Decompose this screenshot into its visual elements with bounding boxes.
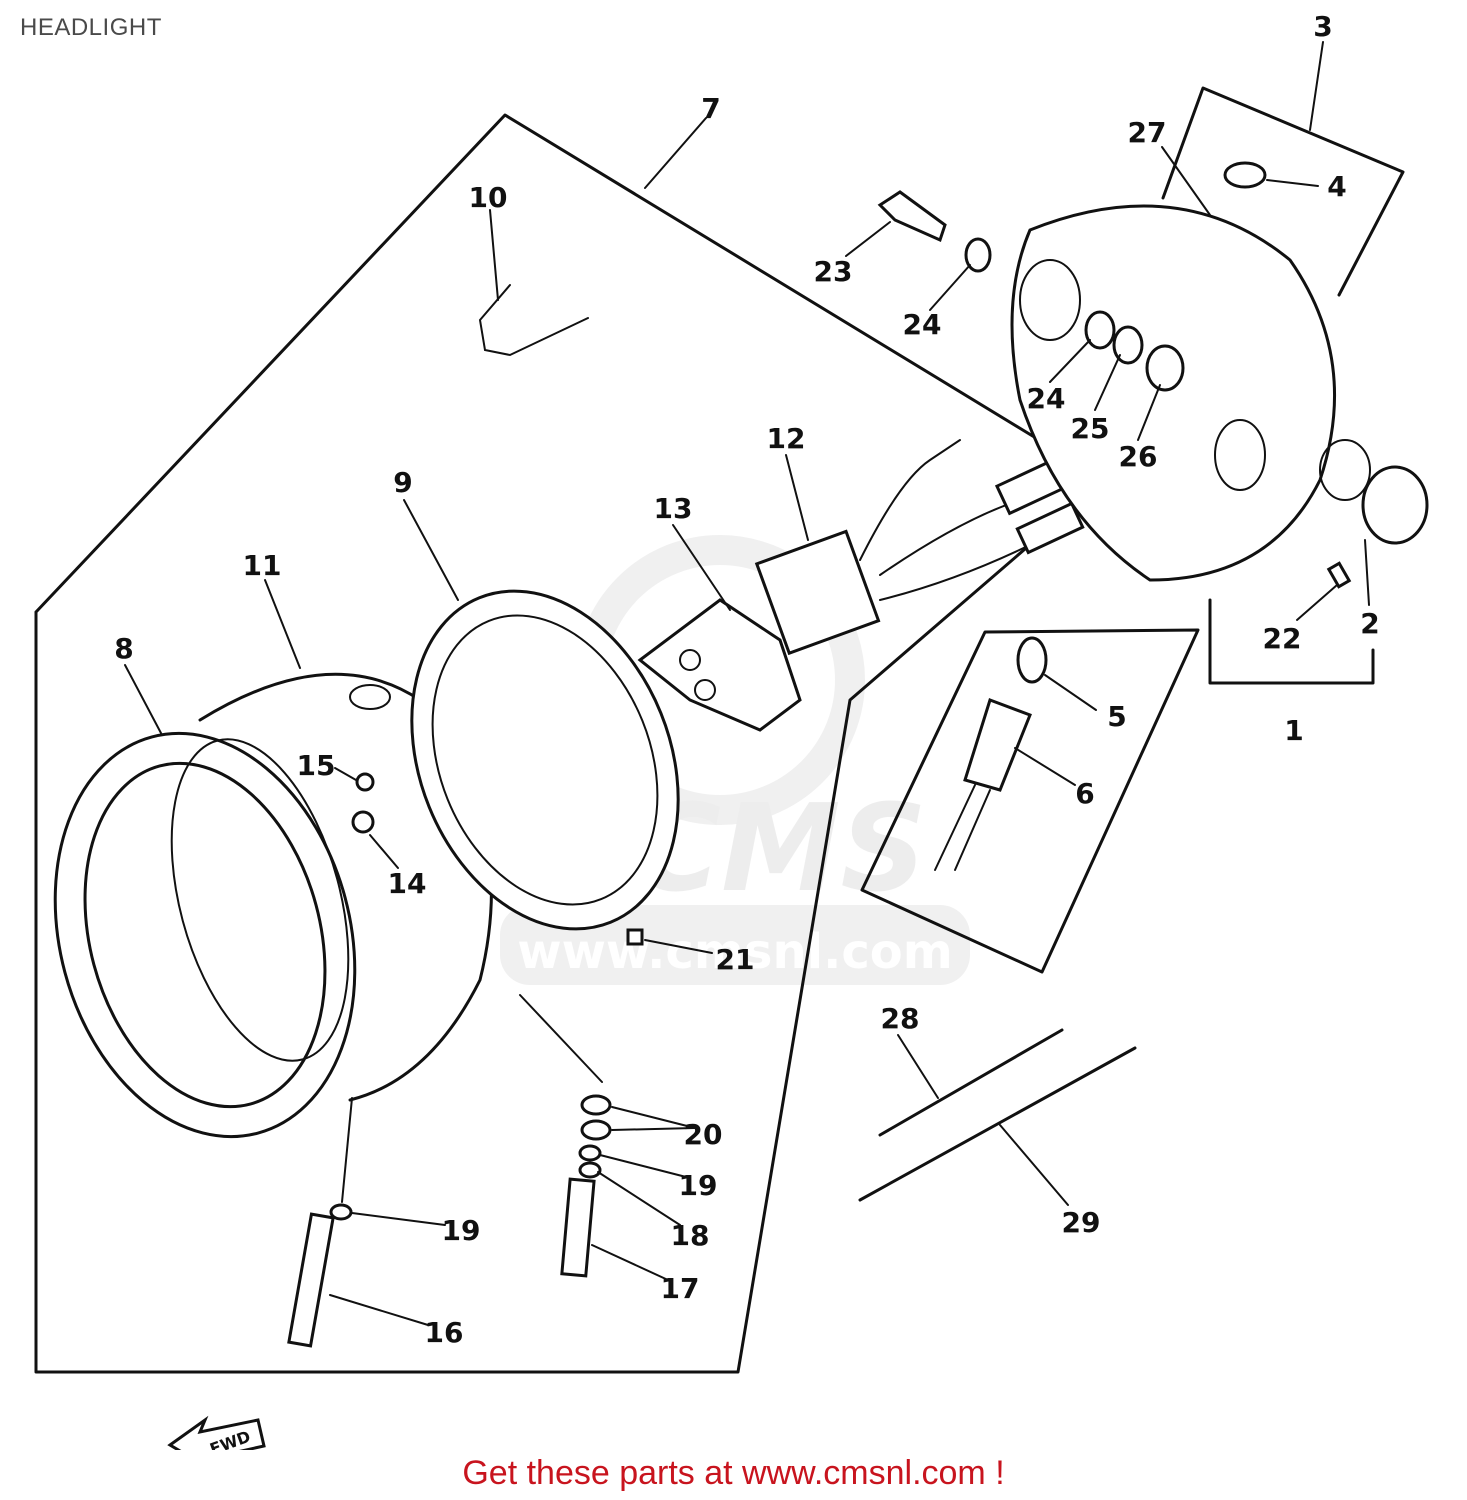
reflector-part-9 xyxy=(410,589,680,931)
socket-part-6 xyxy=(963,698,1032,792)
callout-16: 16 xyxy=(425,1316,464,1349)
nut-part-20a xyxy=(580,1094,612,1116)
callout-6: 6 xyxy=(1075,777,1094,810)
callout-19a: 19 xyxy=(679,1169,718,1202)
washer-part-24a xyxy=(964,237,992,273)
callout-14: 14 xyxy=(388,867,427,900)
bolt-part-23 xyxy=(877,190,947,243)
washer-part-25 xyxy=(1112,325,1144,365)
washer-part-24b xyxy=(1084,310,1116,350)
callout-3: 3 xyxy=(1313,10,1332,43)
callout-20: 20 xyxy=(684,1118,723,1151)
callout-19b: 19 xyxy=(442,1214,481,1247)
callout-4: 4 xyxy=(1327,170,1346,203)
callout-21: 21 xyxy=(716,943,755,976)
grommet-part-4 xyxy=(1223,161,1267,189)
callout-12: 12 xyxy=(767,422,806,455)
leader-lines xyxy=(124,41,1370,1326)
screw-hole xyxy=(349,684,391,710)
callout-23: 23 xyxy=(814,255,853,288)
callout-24b: 24 xyxy=(1027,382,1066,415)
callout-2: 2 xyxy=(1360,607,1379,640)
bulb-part-5 xyxy=(1016,636,1048,684)
fitting-part-22 xyxy=(1326,561,1352,589)
exploded-parts-diagram: CMS www.cmsnl.com xyxy=(34,10,1429,1450)
footer-parts-link[interactable]: Get these parts at www.cmsnl.com ! xyxy=(462,1454,1005,1492)
callout-labels: 1 2 3 4 5 6 7 8 9 10 11 12 13 14 15 16 1… xyxy=(114,10,1379,1349)
socket-part-12 xyxy=(754,439,1085,656)
callout-22: 22 xyxy=(1263,622,1302,655)
bulb-part-13 xyxy=(637,598,802,732)
callout-13: 13 xyxy=(654,492,693,525)
nut-part-14 xyxy=(351,810,375,834)
callout-25: 25 xyxy=(1071,412,1110,445)
watermark-url: www.cmsnl.com xyxy=(517,924,953,980)
spacer-part-17 xyxy=(560,1177,596,1278)
page-title: HEADLIGHT xyxy=(20,14,162,41)
washer-part-19b xyxy=(329,1203,353,1221)
callout-15: 15 xyxy=(297,749,336,782)
callout-9: 9 xyxy=(393,466,412,499)
washer-part-18 xyxy=(578,1161,602,1179)
callout-7: 7 xyxy=(701,92,720,125)
callout-1: 1 xyxy=(1284,714,1303,747)
callout-24a: 24 xyxy=(903,308,942,341)
rim-part-8 xyxy=(53,731,357,1139)
washer-part-19 xyxy=(578,1144,602,1162)
callout-11: 11 xyxy=(243,549,282,582)
callout-17: 17 xyxy=(661,1272,700,1305)
callout-29: 29 xyxy=(1062,1206,1101,1239)
callout-5: 5 xyxy=(1107,700,1126,733)
cable-part-29 xyxy=(858,1046,1137,1202)
fwd-arrow-icon: FWD xyxy=(167,1415,266,1450)
callout-10: 10 xyxy=(469,181,508,214)
nut-part-15 xyxy=(355,772,375,792)
nut-part-20b xyxy=(580,1119,612,1141)
cable-part-28 xyxy=(878,1028,1064,1137)
callout-27: 27 xyxy=(1128,116,1167,149)
screw-part-16 xyxy=(287,1212,335,1348)
callout-8: 8 xyxy=(114,632,133,665)
case-part-3 xyxy=(1010,204,1429,582)
bracket-1 xyxy=(1208,598,1375,685)
clip-part-21 xyxy=(626,928,644,946)
collar-part-26 xyxy=(1145,344,1185,392)
callout-28: 28 xyxy=(881,1002,920,1035)
callout-18: 18 xyxy=(671,1219,710,1252)
watermark-logo: CMS www.cmsnl.com xyxy=(500,535,970,985)
assembly-7-outline xyxy=(34,113,1107,1374)
assembly-3-outline xyxy=(1161,86,1405,297)
callout-26: 26 xyxy=(1119,440,1158,473)
bulb-socket-box xyxy=(860,628,1200,974)
spring-part-10 xyxy=(478,284,589,357)
